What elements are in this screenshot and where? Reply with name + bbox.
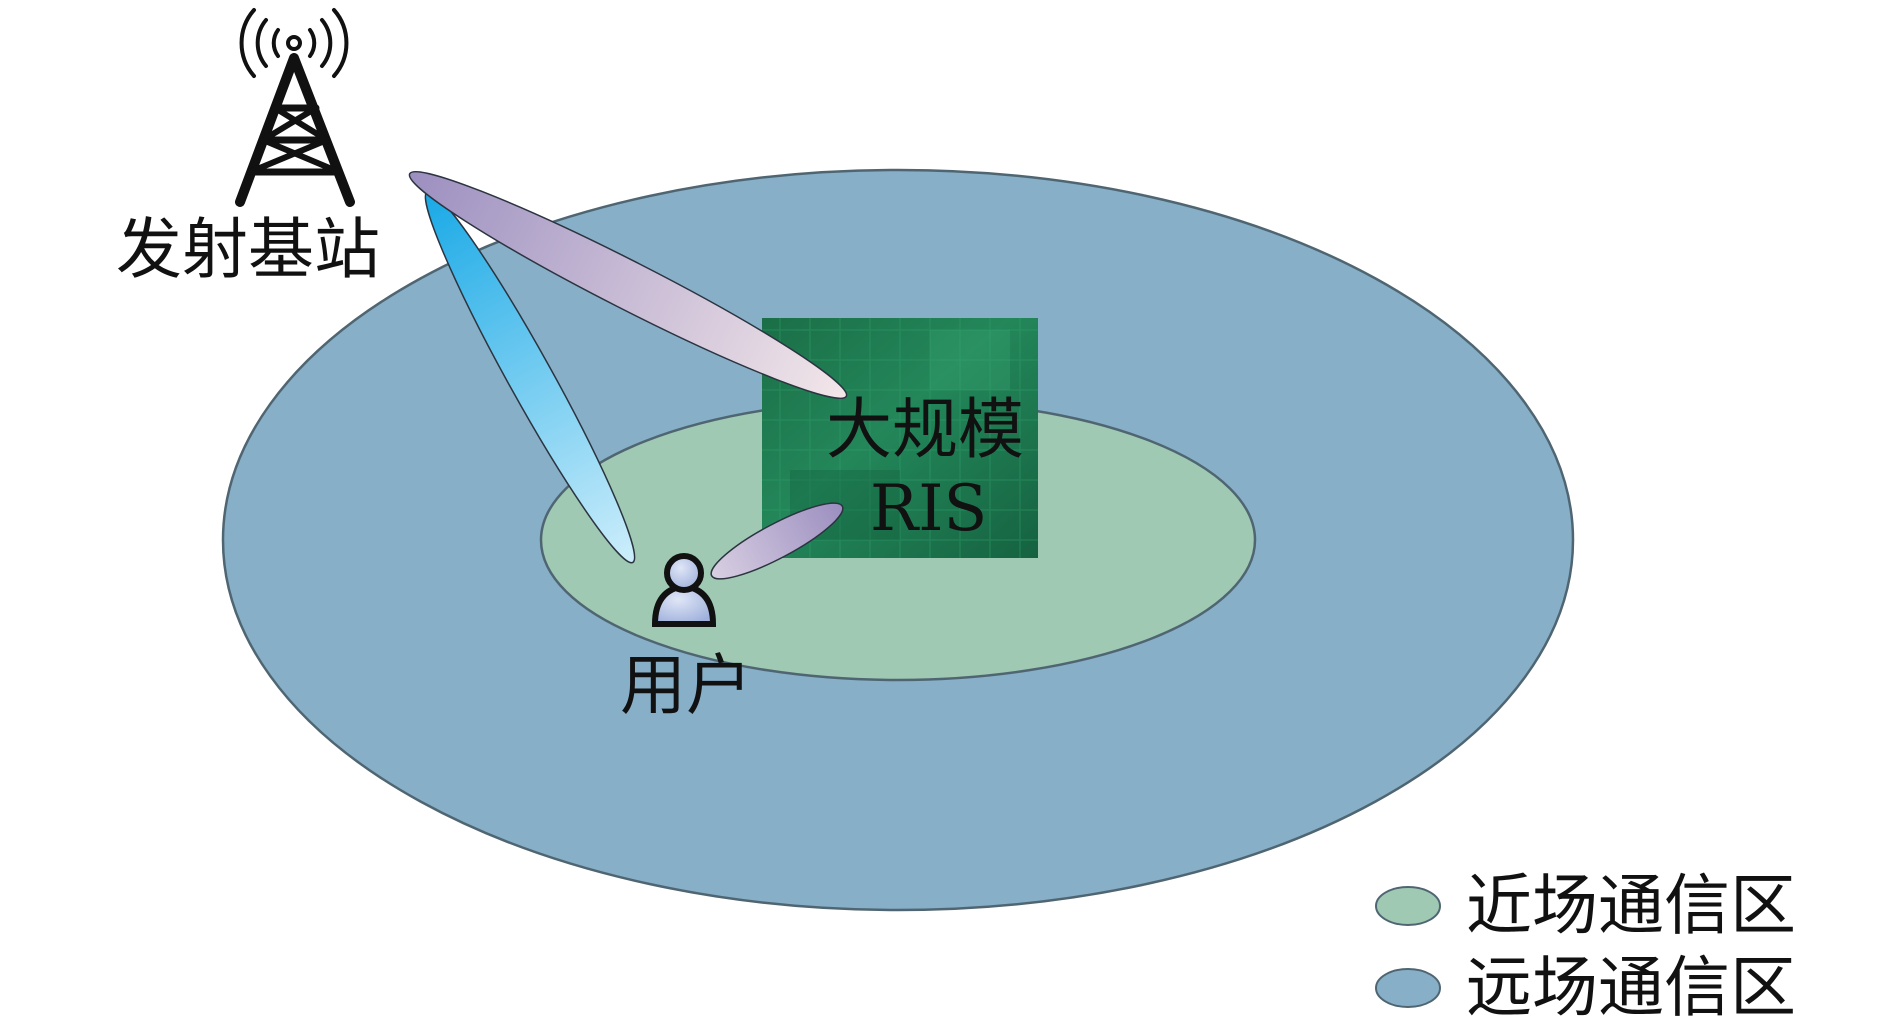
bs-to-ris-beam <box>408 170 848 400</box>
legend-near-field-label: 近场通信区 <box>1466 867 1796 944</box>
person-icon <box>651 553 717 627</box>
ris-label-line1: 大规模 <box>826 391 1024 468</box>
legend-far-field-swatch <box>1375 968 1441 1008</box>
radio-tower-icon <box>235 8 355 207</box>
base-station-label: 发射基站 <box>116 211 380 288</box>
ris-label-line2: RIS <box>870 472 987 546</box>
legend-far-field-label: 远场通信区 <box>1466 949 1796 1016</box>
ris-to-user-beam <box>710 502 844 580</box>
legend-near-field-swatch <box>1375 886 1441 926</box>
legend: 近场通信区 远场通信区 <box>1375 867 1796 1016</box>
user-label: 用户 <box>620 647 752 724</box>
